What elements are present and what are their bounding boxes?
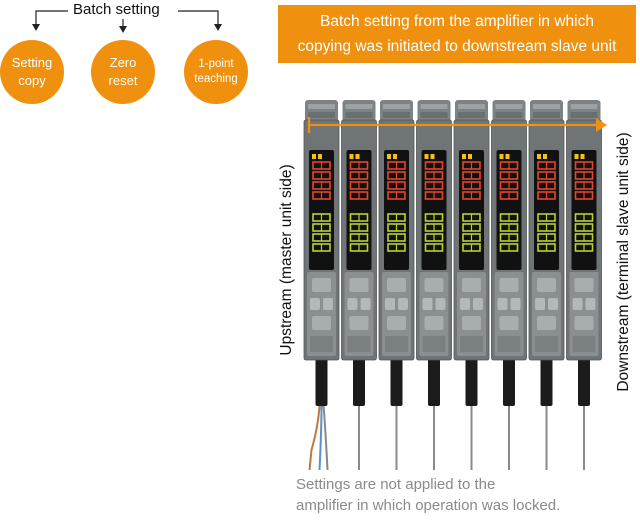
amplifier-unit <box>453 100 490 361</box>
amplifier-unit <box>378 100 415 361</box>
amplifier-unit <box>303 100 340 361</box>
banner: Batch setting from the amplifier in whic… <box>278 5 636 63</box>
zero-reset-circle: Zero reset <box>91 40 155 104</box>
copy-direction-arrow <box>307 117 607 133</box>
amplifier-unit <box>491 100 527 361</box>
banner-line-1: Batch setting from the amplifier in whic… <box>320 13 594 30</box>
one-point-teaching-circle: 1-point teaching <box>184 40 248 104</box>
cables <box>308 356 590 471</box>
batch-setting-label: Batch setting <box>73 1 160 18</box>
note: Settings are not applied to the amplifie… <box>296 474 640 516</box>
setting-copy-circle: Setting copy <box>0 40 64 104</box>
amplifier-unit <box>528 100 565 361</box>
note-line-1: Settings are not applied to the <box>296 476 496 493</box>
batch-bracket <box>32 10 222 33</box>
banner-line-2: copying was initiated to downstream slav… <box>297 38 617 55</box>
amplifier-unit <box>566 100 602 361</box>
amplifier-unit <box>416 100 452 361</box>
amplifier-unit <box>341 100 377 361</box>
note-line-2: amplifier in which operation was locked. <box>296 497 561 514</box>
